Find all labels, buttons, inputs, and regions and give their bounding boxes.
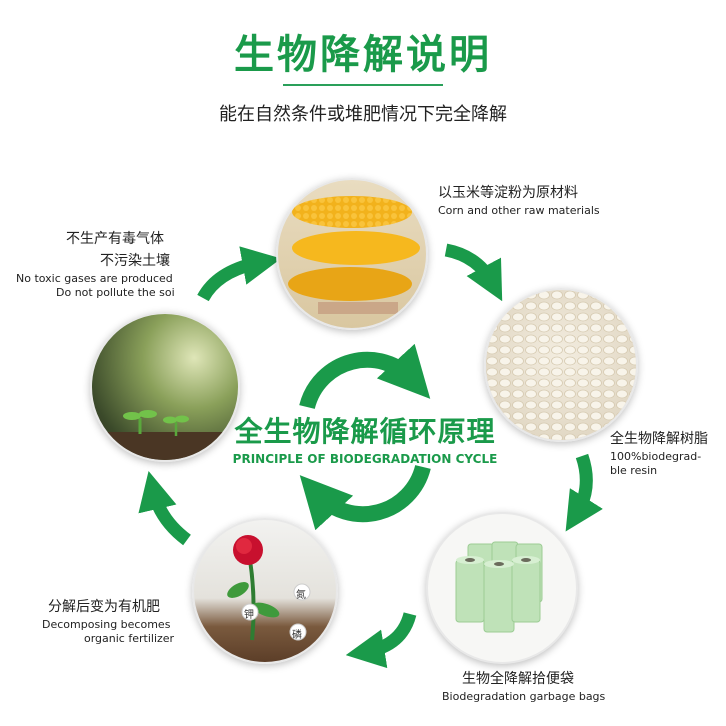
corn-label-zh: 以玉米等淀粉为原材料 — [438, 185, 578, 201]
seedling-image — [90, 312, 240, 462]
corn-label-en: Corn and other raw materials — [438, 204, 600, 217]
title-divider — [283, 84, 443, 86]
nontoxic-label-en-1: No toxic gases are produced — [16, 272, 173, 285]
corn-image — [276, 178, 428, 330]
nutrient-n: 氮 — [296, 590, 306, 601]
arrow-fertilizer-to-nontoxic — [138, 471, 192, 546]
resin-pellets-image — [484, 288, 638, 442]
arrow-resin-to-bags — [565, 453, 603, 532]
rose-fertilizer-image: 钾 氮 磷 — [192, 518, 338, 664]
bags-label-zh: 生物全降解拾便袋 — [462, 671, 574, 687]
page-title: 生物降解说明 — [234, 32, 492, 78]
center-subtitle: PRINCIPLE OF BIODEGRADATION CYCLE — [232, 452, 498, 466]
arrow-corn-to-resin — [444, 243, 503, 302]
page-subtitle: 能在自然条件或堆肥情况下完全降解 — [219, 104, 507, 125]
fertilizer-label-en-2: organic fertilizer — [84, 632, 175, 645]
nontoxic-label-zh-1: 不生产有毒气体 — [66, 231, 164, 247]
bags-label-en: Biodegradation garbage bags — [442, 690, 606, 703]
nontoxic-label-en-2: Do not pollute the soi — [56, 286, 175, 299]
resin-label-zh: 全生物降解树脂 — [610, 431, 708, 447]
center-cycle-icon — [299, 343, 431, 531]
resin-label-en-2: ble resin — [610, 464, 658, 477]
nontoxic-label-zh-2: 不污染土壤 — [100, 253, 170, 269]
resin-label-en-1: 100%biodegrad- — [610, 450, 702, 463]
arrow-bags-to-fertilizer — [345, 612, 417, 669]
center-title: 全生物降解循环原理 — [234, 415, 496, 448]
arrow-nontoxic-to-corn — [197, 246, 282, 302]
fertilizer-label-zh: 分解后变为有机肥 — [48, 599, 160, 615]
fertilizer-label-en-1: Decomposing becomes — [42, 618, 171, 631]
garbage-bags-image — [426, 512, 578, 664]
nutrient-p: 磷 — [292, 630, 302, 641]
nutrient-k: 钾 — [244, 610, 254, 621]
